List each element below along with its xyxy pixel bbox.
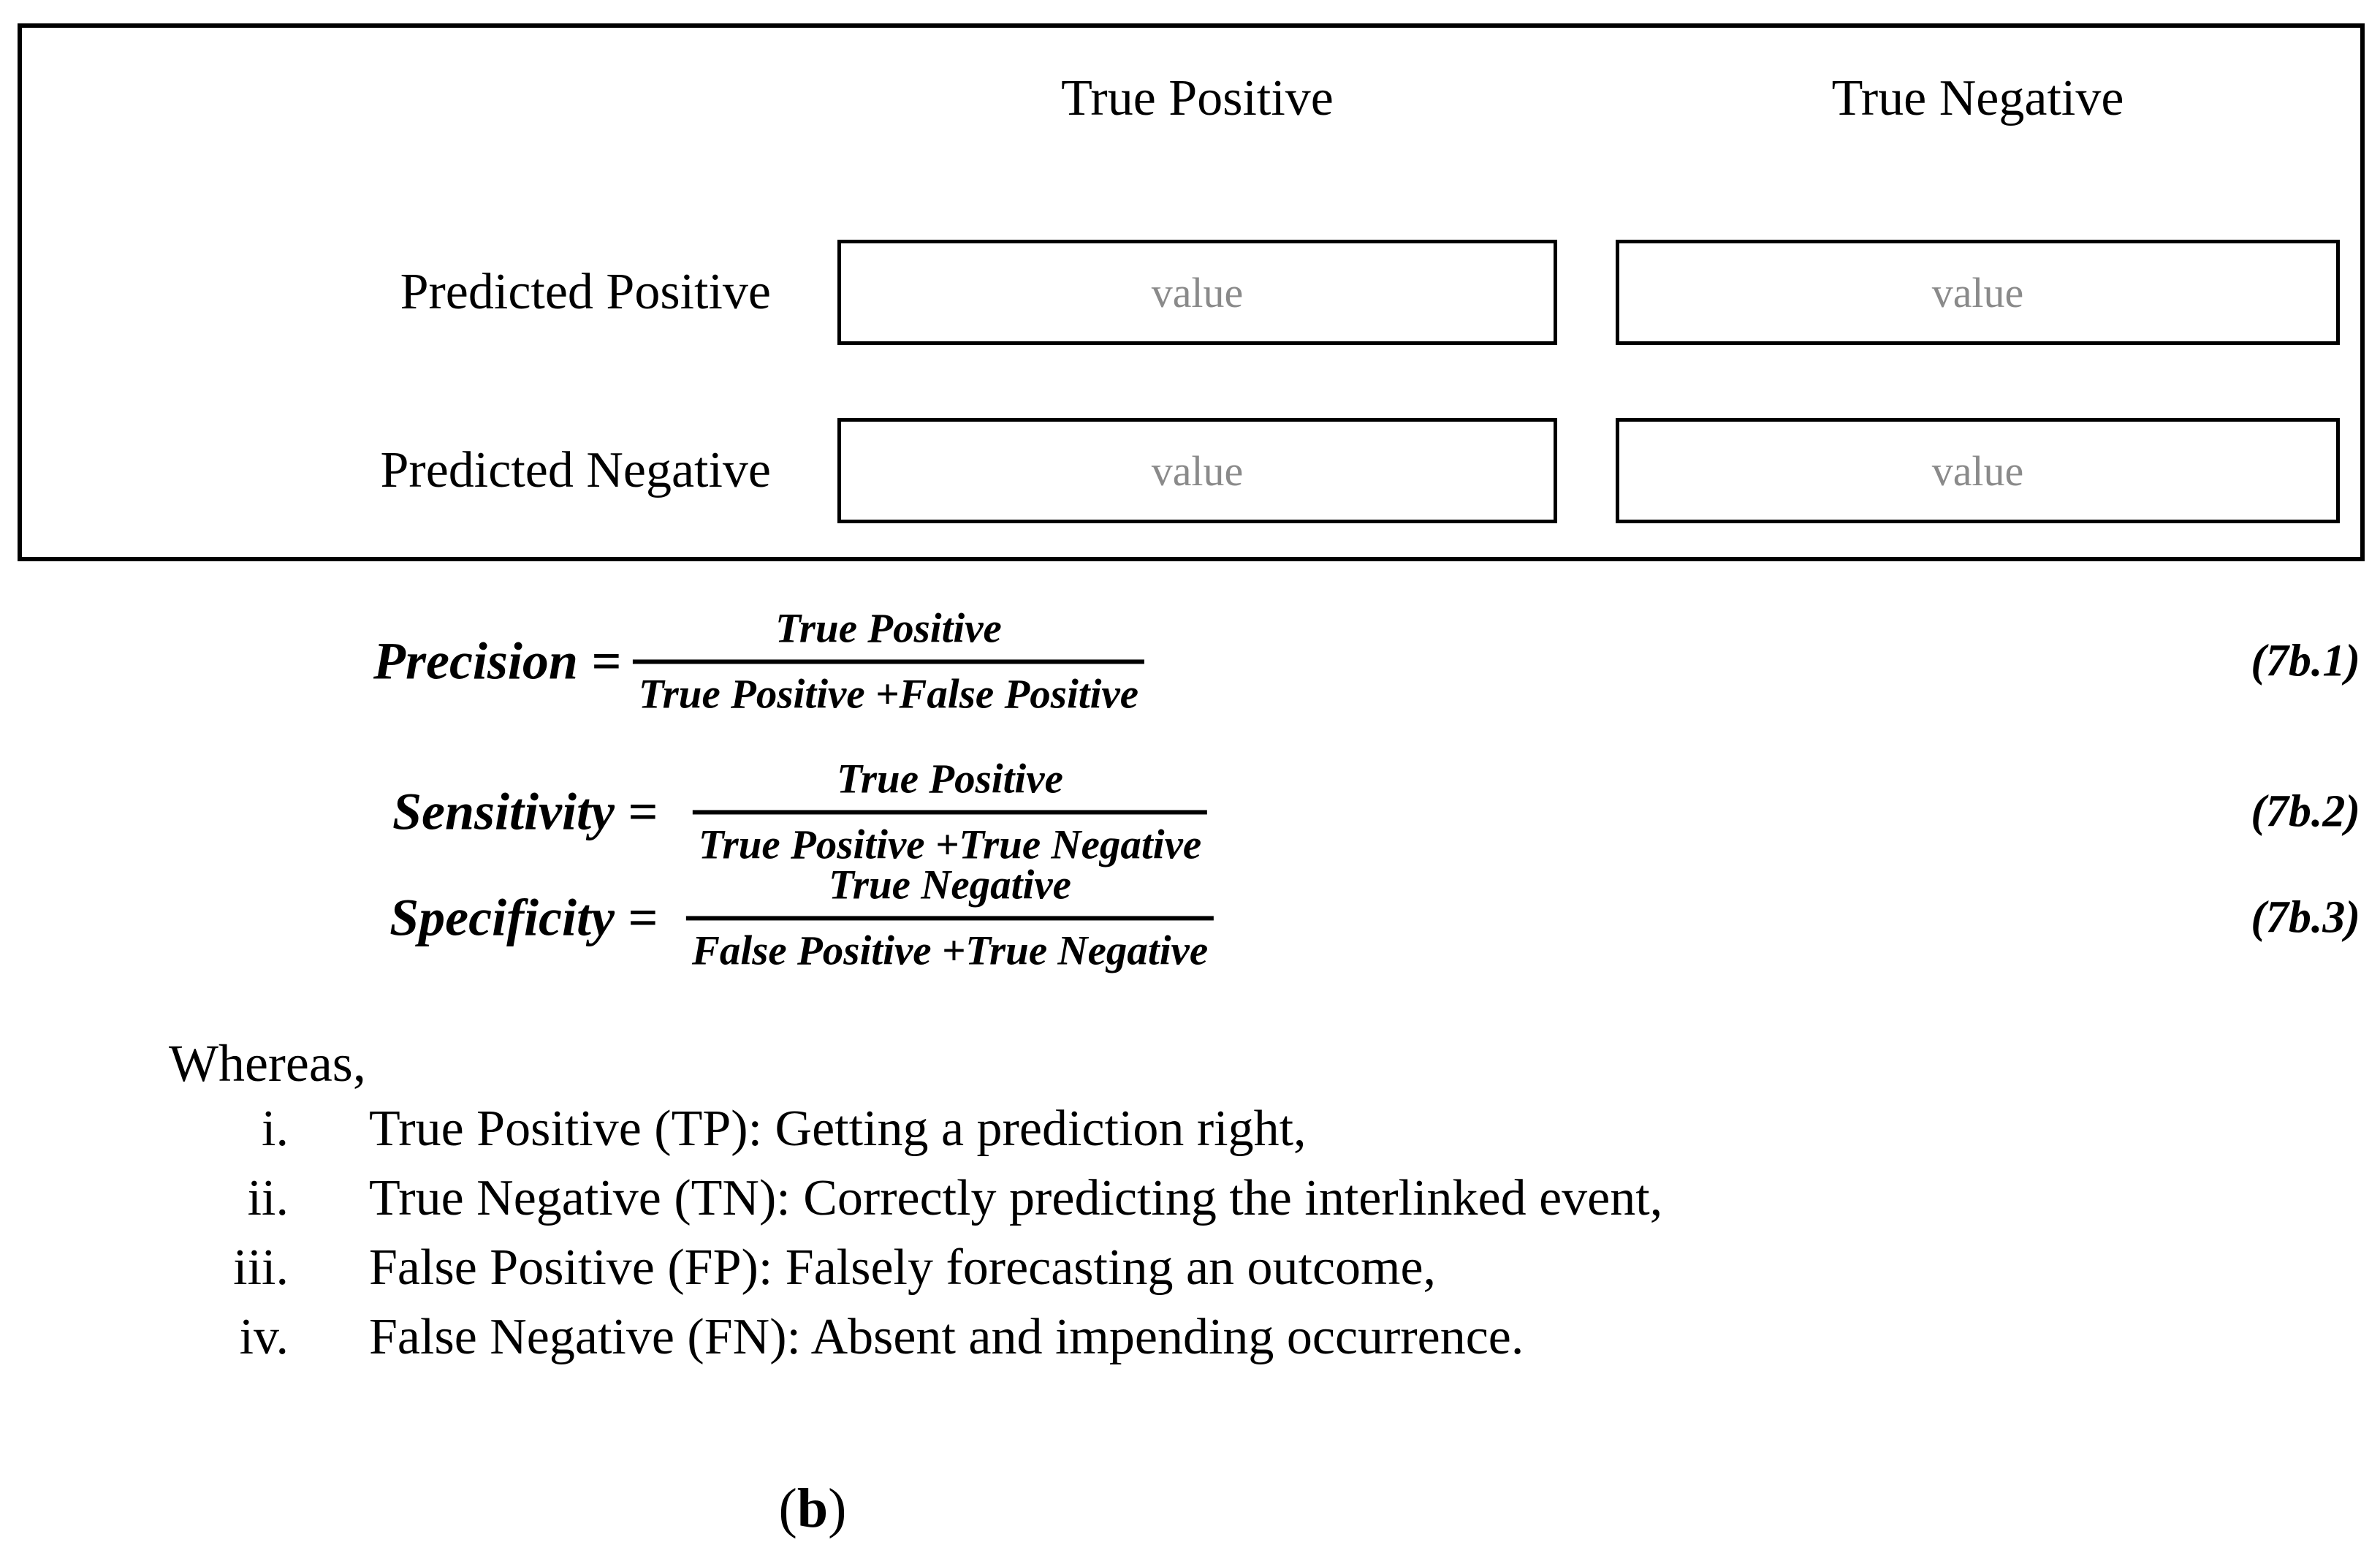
equation-lhs: Sensitivity = [392, 782, 658, 841]
item-text: False Positive (FP): Falsely forecasting… [369, 1239, 1437, 1296]
equation-number: (7b.2) [2251, 786, 2360, 837]
matrix-cell-pn-tp[interactable]: value [837, 418, 1557, 523]
row-header-predicted-positive: Predicted Positive [400, 264, 771, 320]
equation-number: (7b.1) [2251, 636, 2360, 686]
matrix-cell-pn-tn[interactable]: value [1616, 418, 2340, 523]
equation-lhs: Precision = [373, 631, 621, 691]
definition-item-tn: ii. True Negative (TN): Correctly predic… [0, 1166, 2380, 1231]
fraction-denominator: True Positive +True Negative [692, 810, 1208, 869]
equation-lhs: Specificity = [389, 888, 658, 947]
caption-open-paren: ( [778, 1478, 797, 1539]
fraction-denominator: False Positive +True Negative [685, 916, 1214, 975]
item-numeral: iii. [233, 1239, 289, 1296]
definition-item-fp: iii. False Positive (FP): Falsely foreca… [0, 1235, 2380, 1301]
item-text: True Negative (TN): Correctly predicting… [369, 1170, 1663, 1226]
column-header-true-negative: True Negative [1831, 70, 2124, 126]
equation-number: (7b.3) [2251, 892, 2360, 943]
item-numeral: iv. [239, 1309, 289, 1365]
fraction-denominator: True Positive +False Positive [632, 659, 1145, 718]
equation-specificity: Specificity = True Negative False Positi… [0, 852, 2380, 984]
definition-item-fn: iv. False Negative (FN): Absent and impe… [0, 1305, 2380, 1370]
fraction: True Positive True Positive +False Posit… [632, 604, 1145, 718]
fraction-numerator: True Positive [775, 605, 1002, 652]
matrix-cell-pp-tp[interactable]: value [837, 240, 1557, 345]
equation-sensitivity: Sensitivity = True Positive True Positiv… [0, 746, 2380, 878]
fraction: True Positive True Positive +True Negati… [692, 755, 1208, 869]
figure-caption: (b) [779, 1478, 847, 1539]
matrix-cell-pp-tn[interactable]: value [1616, 240, 2340, 345]
item-numeral: ii. [247, 1170, 289, 1226]
column-header-true-positive: True Positive [1061, 70, 1334, 126]
fraction: True Negative False Positive +True Negat… [685, 861, 1214, 975]
item-text: True Positive (TP): Getting a prediction… [369, 1101, 1307, 1157]
item-text: False Negative (FN): Absent and impendin… [369, 1309, 1524, 1365]
caption-close-paren: ) [828, 1478, 847, 1539]
equation-precision: Precision = True Positive True Positive … [0, 596, 2380, 727]
definition-item-tp: i. True Positive (TP): Getting a predict… [0, 1096, 2380, 1162]
fraction-numerator: True Negative [829, 862, 1071, 908]
item-numeral: i. [262, 1101, 289, 1157]
fraction-numerator: True Positive [837, 756, 1063, 802]
caption-letter: b [796, 1478, 829, 1539]
confusion-matrix-panel: True Positive True Negative Predicted Po… [18, 23, 2365, 561]
row-header-predicted-negative: Predicted Negative [380, 442, 771, 498]
whereas-intro: Whereas, [169, 1034, 366, 1093]
